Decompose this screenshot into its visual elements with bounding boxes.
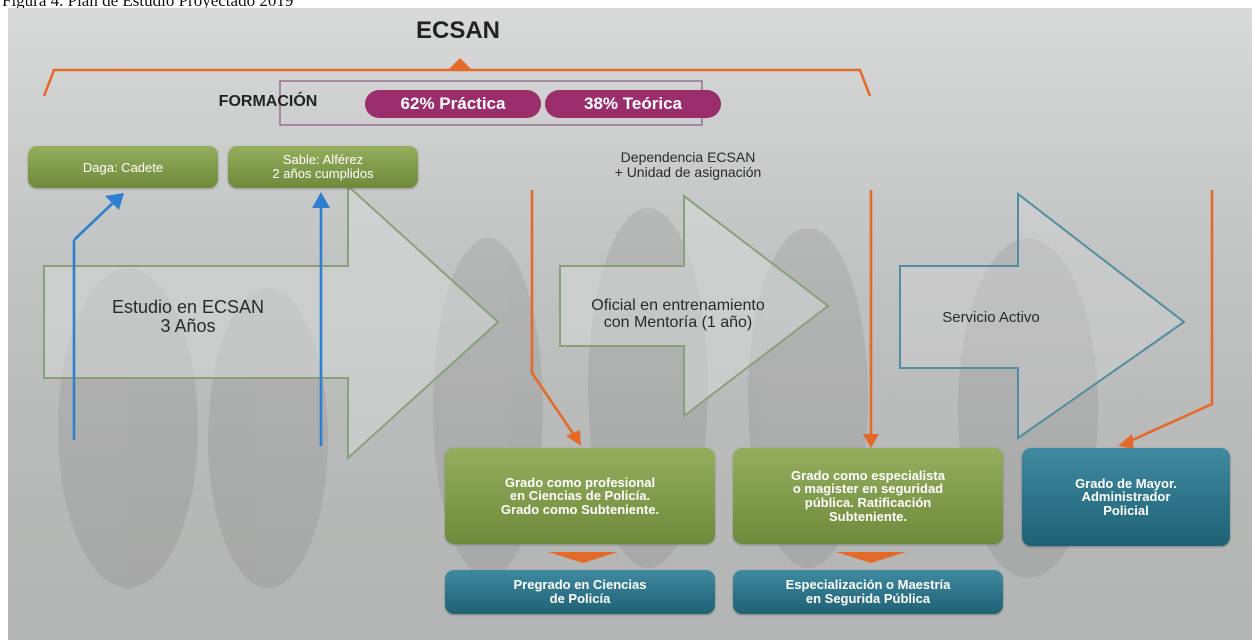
diagram-canvas: ECSAN FORMACIÓN 62% Práctica 38% Teórica… bbox=[8, 8, 1252, 640]
figure-caption: Figura 4. Plan de Estudio Proyectado 201… bbox=[2, 0, 294, 10]
program-especializacion-text: Especialización o Maestría en Segurida P… bbox=[785, 577, 951, 606]
daga-cadete-box: Daga: Cadete bbox=[28, 146, 218, 188]
outcome-mayor-box: Grado de Mayor. Administrador Policial bbox=[1022, 448, 1230, 546]
orange-arrow-mayor-head bbox=[1118, 434, 1134, 449]
program-especializacion-box: Especialización o Maestría en Segurida P… bbox=[733, 570, 1003, 614]
arrow-oficial bbox=[559, 193, 830, 419]
program-pregrado-box: Pregrado en Ciencias de Policía bbox=[445, 570, 715, 614]
outcome-mayor-text: Grado de Mayor. Administrador Policial bbox=[1075, 475, 1177, 518]
stage-estudio-label: Estudio en ECSAN 3 Años bbox=[111, 297, 265, 336]
outcome-especialista-box: Grado como especialista o magister en se… bbox=[733, 448, 1003, 544]
outcome-profesional-text: Grado como profesional en Ciencias de Po… bbox=[500, 474, 660, 517]
stage-servicio-label: Servicio Activo bbox=[942, 309, 1040, 326]
blue-arrow-daga-diag bbox=[73, 199, 117, 241]
outcome-especialista-text: Grado como especialista o magister en se… bbox=[791, 467, 945, 524]
orange-arrow-profesional-head bbox=[566, 430, 581, 446]
down-pointer-especializacion bbox=[836, 552, 906, 563]
arrow-estudio bbox=[43, 183, 500, 461]
blue-arrow-sable-head bbox=[312, 192, 330, 208]
program-pregrado-text: Pregrado en Ciencias de Policía bbox=[513, 577, 647, 606]
blue-arrow-daga-head bbox=[105, 193, 124, 210]
outcome-profesional-box: Grado como profesional en Ciencias de Po… bbox=[445, 448, 715, 544]
formacion-label: FORMACIÓN bbox=[218, 93, 318, 110]
orange-arrow-mayor bbox=[1127, 190, 1214, 444]
dependencia-label: Dependencia ECSAN + Unidad de asignación bbox=[614, 149, 762, 180]
sable-alferez-box: Sable: Alférez 2 años cumplidos bbox=[228, 146, 418, 188]
practica-pill: 62% Práctica bbox=[365, 90, 541, 118]
orange-arrow-profesional bbox=[530, 190, 578, 439]
ecsan-bracket-pointer bbox=[448, 58, 472, 70]
stage-oficial-label: Oficial en entrenamiento con Mentoría (1… bbox=[591, 297, 765, 331]
teorica-pill: 38% Teórica bbox=[545, 90, 721, 118]
orange-arrow-especialista-head bbox=[863, 434, 879, 448]
arrow-servicio bbox=[899, 191, 1186, 440]
down-pointer-pregrado bbox=[548, 552, 618, 563]
sable-alferez-text: Sable: Alférez 2 años cumplidos bbox=[272, 152, 374, 181]
daga-cadete-text: Daga: Cadete bbox=[82, 159, 164, 175]
diagram-title: ECSAN bbox=[415, 17, 500, 44]
